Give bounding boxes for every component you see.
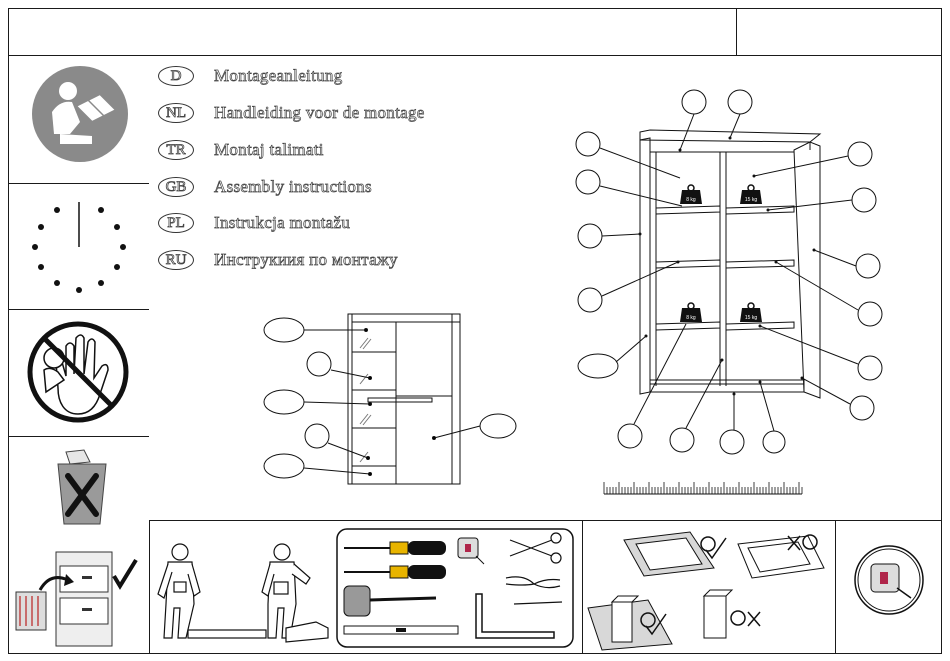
floor-protection-illustration: [588, 526, 832, 650]
spirit-level-icon: [344, 626, 458, 634]
weight-label-upper-left: 8 kg: [686, 197, 696, 203]
weight-label-upper-right: 15 kg: [745, 197, 757, 203]
language-code: D: [158, 66, 194, 86]
language-code: RU: [158, 250, 194, 270]
no-trash-icon: [54, 448, 110, 528]
workers-illustration: [158, 538, 338, 648]
weight-label-lower-left: 8 kg: [686, 315, 696, 321]
language-label: Assembly instructions: [214, 177, 372, 197]
language-label: Instrukcja montažu: [214, 213, 350, 233]
no-children-icon: [24, 318, 132, 426]
tools-box: [336, 528, 574, 648]
language-row-gb: GB Assembly instructions: [158, 176, 372, 198]
language-label: Инструкиия по монтажу: [214, 250, 398, 270]
language-label: Montaj talimati: [214, 140, 324, 160]
language-row-nl: NL Handleiding voor de montage: [158, 102, 425, 124]
header-code-box: [736, 8, 942, 56]
language-code: NL: [158, 103, 194, 123]
weight-label-lower-right: 15 kg: [745, 315, 757, 321]
language-row-pl: PL Instrukcja montažu: [158, 212, 350, 234]
read-manual-icon: [30, 64, 130, 164]
language-code: PL: [158, 213, 194, 233]
language-label: Montageanleitung: [214, 66, 343, 86]
language-row-de: D Montageanleitung: [158, 65, 343, 87]
language-row-ru: RU Инструкиия по монтажу: [158, 249, 398, 271]
clock-icon: [30, 198, 128, 296]
ruler-scale: [604, 482, 804, 498]
tape-measure-icon: [853, 544, 925, 616]
unhappy-face-icon: [731, 611, 760, 626]
packaging-recycle-icon: [16, 546, 140, 650]
language-code: GB: [158, 177, 194, 197]
language-label: Handleiding voor de montage: [214, 103, 425, 123]
language-code: TR: [158, 140, 194, 160]
wardrobe-small-diagram: [262, 308, 522, 490]
cabinet-large-diagram: 8 kg 15 kg 8 kg 15 kg: [570, 86, 890, 456]
weight-icons: [680, 185, 762, 322]
language-row-tr: TR Montaj talimati: [158, 139, 324, 161]
